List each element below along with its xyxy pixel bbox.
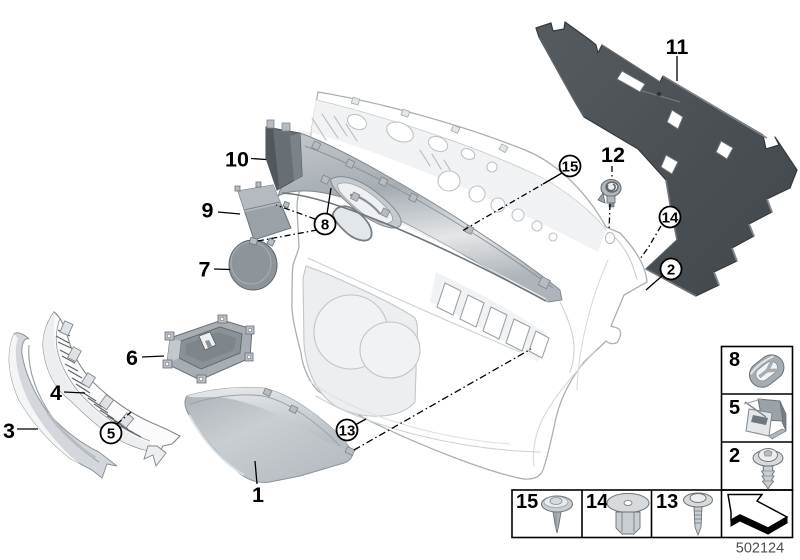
svg-text:1: 1 [252, 483, 264, 507]
svg-text:4: 4 [50, 381, 62, 405]
svg-text:13: 13 [656, 491, 678, 513]
svg-text:6: 6 [126, 346, 138, 370]
svg-text:14: 14 [662, 210, 679, 227]
svg-text:13: 13 [339, 423, 356, 440]
svg-text:2: 2 [667, 262, 675, 279]
svg-text:10: 10 [225, 148, 249, 172]
svg-text:9: 9 [202, 199, 214, 223]
svg-text:2: 2 [729, 445, 740, 467]
svg-text:5: 5 [729, 397, 740, 419]
svg-text:11: 11 [666, 35, 689, 59]
svg-text:15: 15 [516, 491, 538, 513]
svg-text:8: 8 [729, 349, 740, 371]
svg-text:7: 7 [199, 258, 211, 282]
svg-text:8: 8 [321, 217, 329, 234]
svg-text:5: 5 [107, 426, 115, 443]
svg-text:15: 15 [562, 159, 579, 176]
svg-text:502124: 502124 [736, 541, 784, 557]
svg-text:3: 3 [3, 419, 15, 443]
svg-text:12: 12 [601, 143, 625, 167]
svg-text:14: 14 [586, 491, 609, 513]
